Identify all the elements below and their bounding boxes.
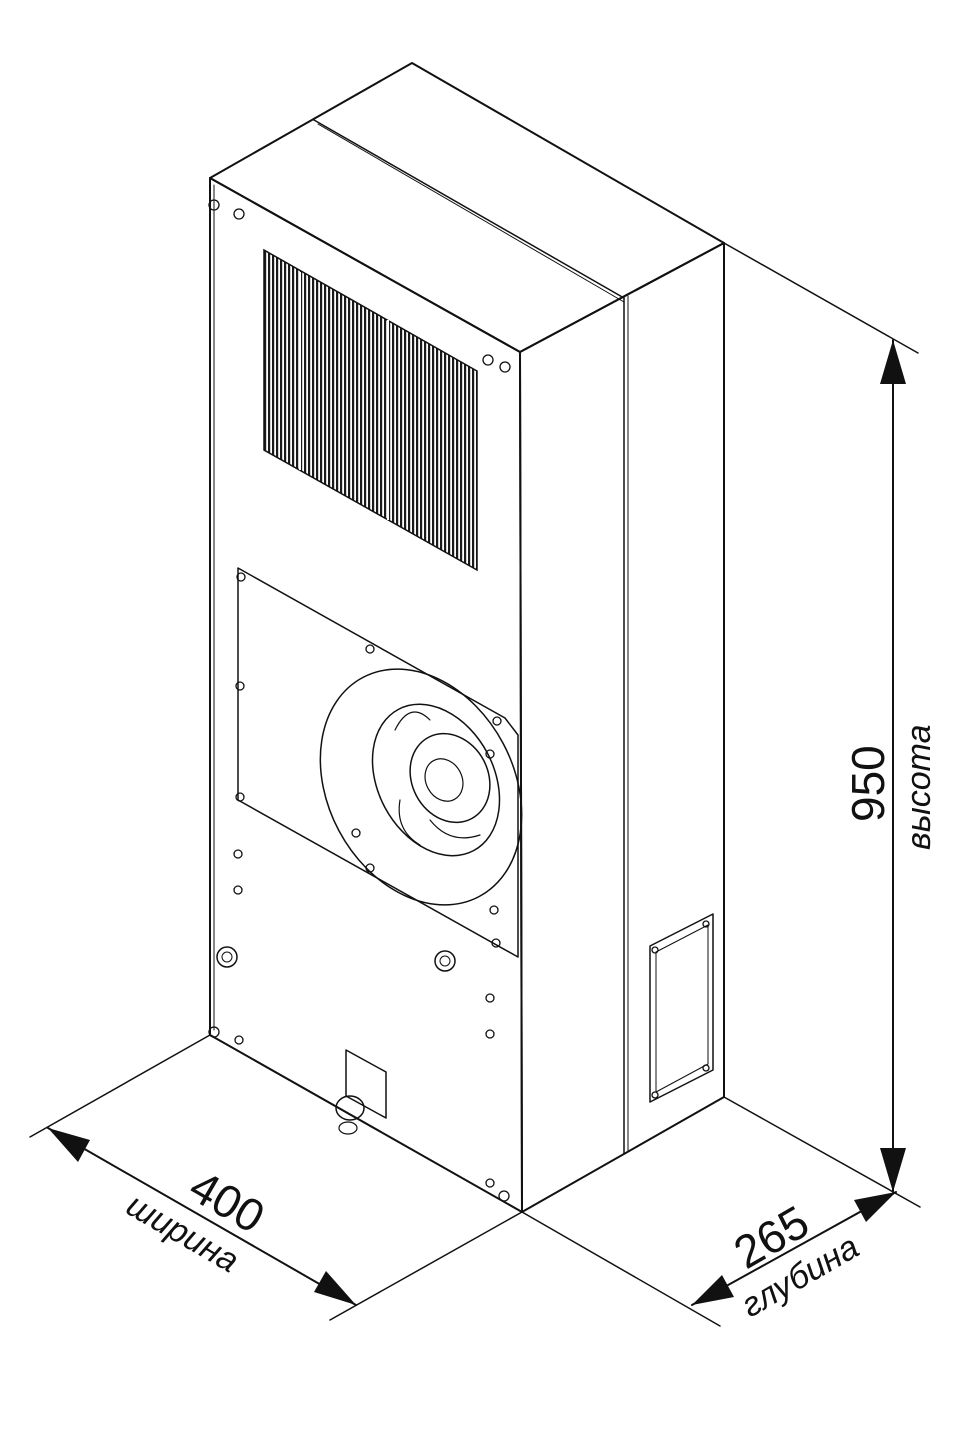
drain-nozzle (335, 1095, 365, 1121)
screw (233, 885, 243, 895)
screw (485, 1178, 495, 1188)
side-nameplate-inner (655, 924, 709, 1093)
screw (651, 1091, 659, 1099)
screw (234, 1035, 244, 1045)
screw (365, 863, 375, 873)
screw (489, 905, 499, 915)
height-value: 950 (842, 745, 894, 822)
fan-blade-2 (429, 819, 481, 839)
extension-line-width-right (329, 1211, 523, 1321)
screw (485, 993, 495, 1003)
screw (485, 1029, 495, 1039)
fan-hub-center (424, 758, 464, 802)
screw (485, 749, 495, 759)
extension-line-depth-front (521, 1211, 721, 1327)
screw (702, 1064, 710, 1072)
screw (351, 828, 361, 838)
screw (236, 572, 246, 582)
dimension-labels: 400 ширина 265 глубина 950 высота (120, 724, 938, 1324)
depth-arrow-left (692, 1275, 734, 1305)
screw (491, 938, 501, 948)
width-dimension-line (47, 1127, 357, 1306)
width-arrow-right (314, 1271, 356, 1305)
drain-bracket (345, 1049, 387, 1119)
screw (208, 199, 220, 211)
screw (235, 681, 245, 691)
cable-gland-left-inner (221, 951, 233, 963)
cable-gland-left (216, 946, 238, 968)
fan-blade-3 (398, 799, 421, 846)
screw (233, 208, 245, 220)
dimension-lines (29, 242, 921, 1327)
air-outlet-grille (263, 248, 478, 572)
top-seam-2 (317, 123, 625, 303)
screw (702, 920, 710, 928)
cabinet-side-face (519, 242, 725, 1213)
screw (482, 354, 494, 366)
screw (208, 1026, 220, 1038)
height-arrow-top (880, 340, 906, 384)
cable-gland-right-inner (439, 955, 451, 967)
screw (233, 849, 243, 859)
height-arrow-bottom (880, 1148, 906, 1192)
height-label: высота (900, 724, 938, 850)
depth-arrow-right (854, 1192, 896, 1222)
extension-line-width-left (29, 1034, 211, 1138)
top-seam (313, 119, 625, 299)
fan-blade (394, 711, 431, 731)
screw (492, 716, 502, 726)
cable-gland-right (434, 950, 456, 972)
screw (651, 946, 659, 954)
fan-outer-ring (319, 668, 523, 906)
extension-line-depth (723, 1096, 921, 1208)
side-nameplate (649, 913, 714, 1103)
drain-nozzle-tip (338, 1121, 358, 1135)
screws (208, 199, 710, 1202)
fan-inner-ring (371, 703, 501, 857)
extension-line-height-top (723, 242, 919, 354)
cabinet-unit (208, 62, 725, 1213)
screw (365, 644, 375, 654)
width-arrow-left (48, 1128, 90, 1162)
screw (499, 361, 511, 373)
screw (498, 1190, 510, 1202)
screw (235, 792, 245, 802)
fan-hub (409, 732, 491, 824)
